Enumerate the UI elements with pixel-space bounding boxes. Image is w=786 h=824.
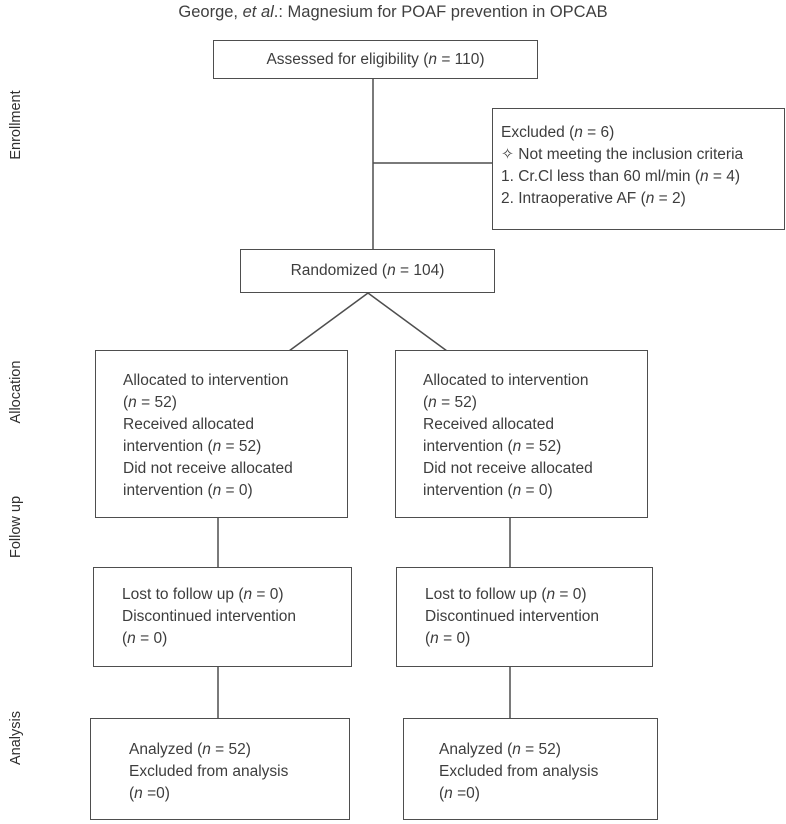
randomized-text: Randomized (n = 104) xyxy=(291,260,445,282)
text-line: Allocated to intervention xyxy=(123,372,289,389)
allocation-left-text: Allocated to intervention (n = 52) Receive… xyxy=(123,370,343,502)
stage-label-analysis: Analysis xyxy=(8,711,24,765)
figure-title: George, et al.: Magnesium for POAF preve… xyxy=(178,3,608,21)
excluded-box: Excluded (n = 6) ✧ Not meeting the inclus… xyxy=(492,108,785,230)
text-line: Received allocated xyxy=(423,416,554,433)
text-line: (n = 52) xyxy=(423,394,477,411)
analysis-left-text: Analyzed (n = 52) Excluded from analysis (… xyxy=(129,739,345,805)
connector-randomized-to-left-allocation xyxy=(288,292,369,352)
text-line: Did not receive allocated xyxy=(123,460,293,477)
text-line: intervention (n = 52) xyxy=(423,438,562,455)
follow-up-right-box: Lost to follow up (n = 0) Discontinued in… xyxy=(396,567,653,667)
text-line: Excluded (n = 6) xyxy=(501,124,615,141)
allocation-left-box: Allocated to intervention (n = 52) Receive… xyxy=(95,350,348,518)
excluded-text: Excluded (n = 6) ✧ Not meeting the inclus… xyxy=(501,122,780,210)
text-line: Lost to follow up (n = 0) xyxy=(122,586,284,603)
text-line: (n =0) xyxy=(129,785,170,802)
stage-label-enrollment: Enrollment xyxy=(8,90,24,160)
connector-randomized-to-right-allocation xyxy=(367,292,448,352)
text-line: Excluded from analysis xyxy=(129,763,289,780)
text-line: (n = 0) xyxy=(122,630,168,647)
text-line: (n = 52) xyxy=(123,394,177,411)
assessed-for-eligibility-text: Assessed for eligibility (n = 110) xyxy=(266,49,484,71)
stage-label-follow-up: Follow up xyxy=(8,495,24,559)
text-line: Excluded from analysis xyxy=(439,763,599,780)
text-line: 1. Cr.Cl less than 60 ml/min (n = 4) xyxy=(501,168,741,185)
assessed-for-eligibility-box: Assessed for eligibility (n = 110) xyxy=(213,40,538,79)
text-line: Discontinued intervention xyxy=(122,608,297,625)
text-line: Allocated to intervention xyxy=(423,372,589,389)
analysis-right-text: Analyzed (n = 52) Excluded from analysis (… xyxy=(439,739,653,805)
text-line: Analyzed (n = 52) xyxy=(439,741,561,758)
follow-up-left-box: Lost to follow up (n = 0) Discontinued in… xyxy=(93,567,352,667)
stage-label-allocation: Allocation xyxy=(8,360,24,424)
allocation-right-text: Allocated to intervention (n = 52) Receive… xyxy=(423,370,643,502)
analysis-left-box: Analyzed (n = 52) Excluded from analysis (… xyxy=(90,718,350,820)
randomized-box: Randomized (n = 104) xyxy=(240,249,495,293)
text-line: Assessed for eligibility (n = 110) xyxy=(266,50,485,68)
text-line: Discontinued intervention xyxy=(425,608,600,625)
text-line: intervention (n = 52) xyxy=(123,438,262,455)
text-line: 2. Intraoperative AF (n = 2) xyxy=(501,190,686,207)
follow-up-right-text: Lost to follow up (n = 0) Discontinued in… xyxy=(425,584,648,650)
text-line: (n = 0) xyxy=(425,630,471,647)
text-line: ✧ Not meeting the inclusion criteria xyxy=(501,146,744,163)
text-line: intervention (n = 0) xyxy=(123,482,253,499)
text-line: Lost to follow up (n = 0) xyxy=(425,586,587,603)
text-line: (n =0) xyxy=(439,785,480,802)
text-line: Analyzed (n = 52) xyxy=(129,741,251,758)
analysis-right-box: Analyzed (n = 52) Excluded from analysis (… xyxy=(403,718,658,820)
allocation-right-box: Allocated to intervention (n = 52) Receive… xyxy=(395,350,648,518)
text-line: Did not receive allocated xyxy=(423,460,593,477)
text-line: intervention (n = 0) xyxy=(423,482,553,499)
follow-up-left-text: Lost to follow up (n = 0) Discontinued in… xyxy=(122,584,347,650)
text-line: Received allocated xyxy=(123,416,254,433)
text-line: Randomized (n = 104) xyxy=(290,262,445,279)
